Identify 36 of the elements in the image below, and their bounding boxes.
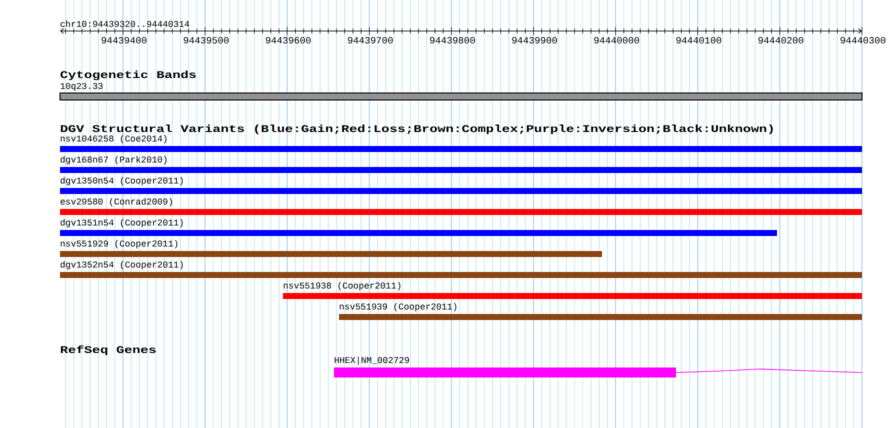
tick-label: 94439800: [430, 37, 475, 44]
tick-label: 94440000: [594, 37, 640, 44]
node-label: 10q23.33: [60, 82, 103, 91]
variant-bar: dgv1352n54 (Cooper2011): [60, 260, 862, 278]
node-label: nsv551938 (Cooper2011): [284, 282, 400, 290]
tick-label: 94439900: [512, 37, 557, 44]
node-label: dgv1352n54 (Cooper2011): [60, 260, 183, 270]
cytoband-bar: 10q23.33: [60, 82, 863, 100]
tick-label: 94439500: [184, 37, 229, 44]
node-label: nsv551929 (Cooper2011): [60, 240, 178, 248]
tick-label: 94440100: [676, 37, 722, 44]
node-label: dgv1350n54 (Cooper2011): [60, 176, 183, 186]
tick-label: 94439400: [102, 37, 146, 44]
tick-label: 94440300: [840, 37, 886, 44]
variant-bar: dgv168n67 (Park2010): [60, 156, 862, 173]
variant-bar: esv29580 (Conrad2009): [60, 198, 862, 215]
node-label: dgv1351n54 (Cooper2011): [60, 218, 183, 228]
gene-feature: HHEX|NM_002729: [334, 356, 862, 378]
node-label: HHEX|NM_002729: [334, 356, 409, 365]
ruler-title: chr10:94439320..94440314: [60, 20, 190, 27]
tick-label: 94439700: [348, 37, 393, 44]
variant-bar: nsv551938 (Cooper2011): [283, 282, 862, 299]
tick-label: 94440200: [758, 37, 804, 44]
variant-bar: dgv1350n54 (Cooper2011): [60, 176, 862, 194]
variant-bar: dgv1351n54 (Cooper2011): [60, 218, 777, 236]
node-label: nsv1046258 (Coe2014): [60, 134, 166, 144]
node-label: esv29580 (Conrad2009): [60, 198, 172, 206]
node-label: dgv168n67 (Park2010): [60, 156, 166, 164]
variant-bar: nsv551939 (Cooper2011): [339, 302, 862, 320]
track-title: Cytogenetic Bands: [60, 70, 196, 80]
node-label: nsv551939 (Cooper2011): [340, 302, 456, 312]
track-title: DGV Structural Variants (Blue:Gain;Red:Loss;Brown:Complex;Purple:Inversion;Black:Unknown): [60, 124, 773, 134]
variant-bar: nsv551929 (Cooper2011): [60, 240, 602, 257]
variant-bar: nsv1046258 (Coe2014): [60, 134, 862, 152]
tick-label: 94439600: [266, 37, 311, 44]
track-title: RefSeq Genes: [60, 345, 156, 356]
